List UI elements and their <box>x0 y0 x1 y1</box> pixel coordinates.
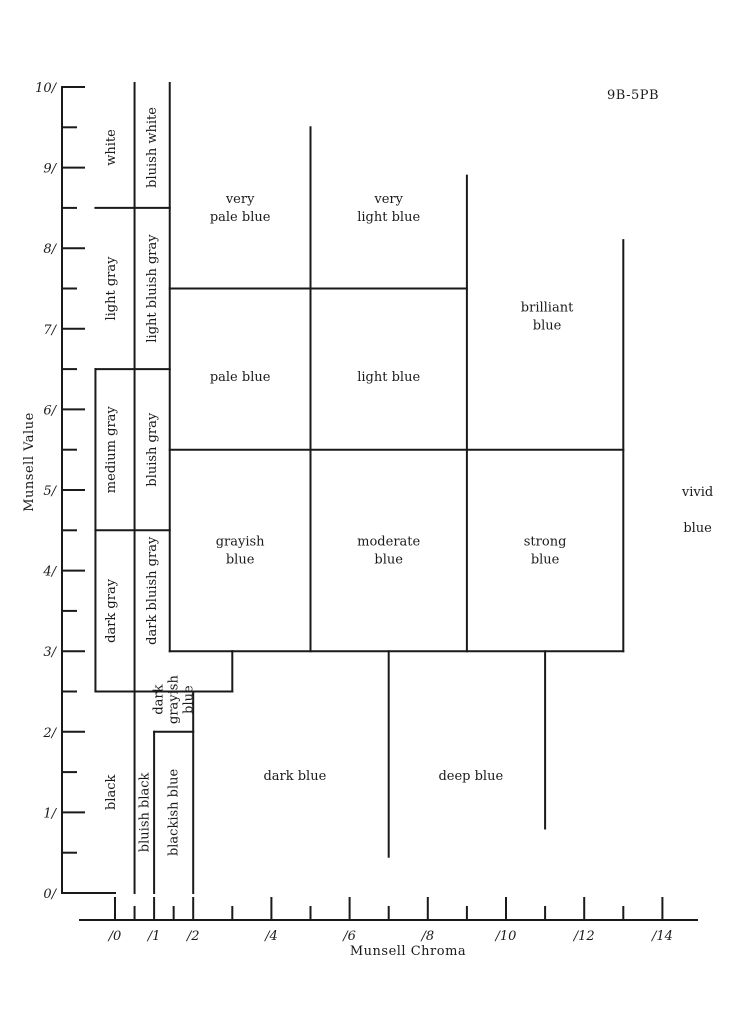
region-label-dark-grayish-blue: grayish <box>167 675 182 724</box>
x-tick-label: /0 <box>107 929 122 944</box>
hue-range-label: 9B-5PB <box>607 88 659 103</box>
region-label-deep-blue: deep blue <box>438 769 503 784</box>
region-label-pale-blue: pale blue <box>210 370 271 385</box>
x-tick-label: /1 <box>146 929 161 944</box>
y-tick-label: 2/ <box>42 726 57 741</box>
region-labels: white bluish white light gray light bluish … <box>104 107 713 856</box>
y-tick-label: 0/ <box>43 887 57 902</box>
region-label-brilliant-blue: blue <box>533 319 562 334</box>
region-label-moderate-blue: moderate <box>357 534 420 549</box>
x-tick-label: /10 <box>494 929 517 944</box>
region-label-bluish-gray: bluish gray <box>145 412 160 486</box>
region-label-dark-blue: dark blue <box>263 769 326 784</box>
x-axis-title: Munsell Chroma <box>350 944 466 959</box>
region-label-black: black <box>104 774 119 810</box>
x-tick-label: /14 <box>650 929 673 944</box>
region-boundaries <box>94 81 625 894</box>
region-label-medium-gray: medium gray <box>104 406 119 494</box>
region-label-dark-grayish-blue: dark <box>152 684 167 714</box>
x-tick-label: /4 <box>263 929 278 944</box>
x-tick-label: /6 <box>341 929 356 944</box>
y-axis-title: Munsell Value <box>22 412 37 512</box>
region-label-grayish-blue: grayish <box>216 534 265 549</box>
x-tick-label: /2 <box>185 929 200 944</box>
x-tick-label: /12 <box>572 929 595 944</box>
region-label-bluish-black: bluish black <box>137 772 152 852</box>
y-tick-label: 4/ <box>42 565 57 580</box>
y-tick-label: 5/ <box>43 484 57 499</box>
region-label-brilliant-blue: brilliant <box>521 301 574 316</box>
y-tick-label: 9/ <box>43 162 57 177</box>
y-tick-label: 7/ <box>43 323 57 338</box>
region-label-light-bluish-gray: light bluish gray <box>145 234 160 343</box>
y-tick-label: 1/ <box>43 806 57 821</box>
region-label-very-light-blue: very <box>373 192 403 207</box>
region-label-dark-gray: dark gray <box>104 578 119 643</box>
region-label-dark-grayish-blue: blue <box>182 685 197 714</box>
region-label-light-blue: light blue <box>357 370 420 385</box>
region-label-vivid-blue: blue <box>683 521 712 536</box>
x-tick-label: /8 <box>419 929 434 944</box>
region-label-blackish-blue: blackish blue <box>167 768 182 856</box>
y-tick-label: 10/ <box>35 81 58 96</box>
region-label-strong-blue: blue <box>531 552 560 567</box>
region-label-vivid-blue: vivid <box>681 485 713 500</box>
y-tick-label: 6/ <box>43 403 57 418</box>
region-label-strong-blue: strong <box>524 534 567 549</box>
region-label-very-light-blue: light blue <box>357 210 420 225</box>
region-label-dark-bluish-gray: dark bluish gray <box>145 536 160 645</box>
region-label-light-gray: light gray <box>104 256 119 321</box>
y-tick-label: 8/ <box>43 242 57 257</box>
region-label-bluish-white: bluish white <box>145 107 160 188</box>
region-label-white: white <box>104 129 119 166</box>
region-label-grayish-blue: blue <box>226 552 255 567</box>
y-tick-label: 3/ <box>43 645 57 660</box>
region-label-very-pale-blue: very <box>225 192 255 207</box>
region-label-very-pale-blue: pale blue <box>210 210 271 225</box>
region-label-moderate-blue: blue <box>374 552 403 567</box>
axis-ticks: 0/1/2/3/4/5/6/7/8/9/10/ /0/1/2/4/6/8/10/1… <box>35 81 673 944</box>
